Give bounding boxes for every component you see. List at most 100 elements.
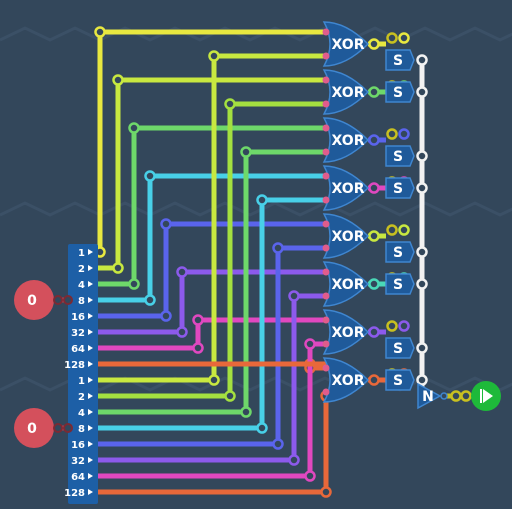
xor-gate[interactable]: XOR (322, 117, 370, 163)
xor-gate[interactable]: XOR (322, 165, 370, 211)
input-value: 0 (27, 421, 37, 437)
wire-a-bit-3 (86, 173, 326, 303)
xor-gate-body (322, 69, 370, 115)
wire-node (224, 390, 236, 402)
xor-gate[interactable]: XOR (322, 261, 370, 307)
wire-node (240, 406, 252, 418)
input-pin (63, 423, 73, 433)
wire-node (144, 170, 156, 182)
wire-node (160, 218, 172, 230)
arrow-right-icon (88, 457, 93, 463)
input-bit-label: 1 (78, 248, 85, 259)
xor-input-pin (322, 148, 330, 156)
xor-gate-label: XOR (332, 37, 365, 53)
wire-node (176, 326, 188, 338)
switch-gate-body (385, 145, 415, 167)
xor-input-pin (322, 52, 330, 60)
wire-node (386, 320, 398, 332)
arrow-right-icon (88, 313, 93, 319)
play-icon (483, 389, 493, 403)
switch-gate[interactable]: S (385, 273, 415, 295)
xor-gate[interactable]: XOR (322, 69, 370, 115)
xor-input-pin (322, 388, 330, 396)
switch-gate[interactable]: S (385, 81, 415, 103)
switch-gate[interactable]: S (385, 177, 415, 199)
xor-input-pin (322, 196, 330, 204)
xor-gate-body (322, 213, 370, 259)
arrow-right-icon (88, 473, 93, 479)
wire-node (368, 38, 380, 50)
switch-gate[interactable]: S (385, 369, 415, 391)
wire-node (386, 32, 398, 44)
wire-node (416, 182, 428, 194)
input-pin (53, 295, 63, 305)
xor-input-pin (322, 340, 330, 348)
not-gate[interactable]: N (417, 382, 448, 410)
xor-gate-label: XOR (332, 181, 365, 197)
arrow-right-icon (88, 329, 93, 335)
switch-gate-body (385, 81, 415, 103)
input-bit-label: 4 (78, 280, 85, 291)
input-bit-label: 32 (71, 328, 85, 339)
wire-b-bit-0 (86, 53, 326, 383)
xor-gate-body (322, 261, 370, 307)
switch-gate[interactable]: S (385, 337, 415, 359)
input-value: 0 (27, 293, 37, 309)
arrow-right-icon (88, 345, 93, 351)
not-gate-label: N (422, 389, 434, 405)
xor-gate[interactable]: XOR (322, 21, 370, 67)
input-bit-label: 2 (78, 392, 85, 403)
wire-node (288, 454, 300, 466)
wire-node (94, 26, 106, 38)
xor-gate-label: XOR (332, 277, 365, 293)
arrow-right-icon (88, 265, 93, 271)
xor-gate[interactable]: XOR (322, 309, 370, 355)
wire-node (112, 74, 124, 86)
xor-gate-label: XOR (332, 85, 365, 101)
xor-input-pin (322, 316, 330, 324)
input-pin (63, 295, 73, 305)
input-number-knob[interactable] (14, 408, 54, 448)
xor-gate-label: XOR (332, 133, 365, 149)
switch-gate[interactable]: S (385, 145, 415, 167)
input-bit-panel (68, 372, 98, 504)
input-bit-label: 128 (64, 360, 85, 371)
wire-node (144, 294, 156, 306)
wire-node (240, 146, 252, 158)
wire-b-bit-5 (86, 293, 326, 463)
arrow-right-icon (88, 249, 93, 255)
xor-gate[interactable]: XOR (322, 357, 370, 403)
wire-b-bit-4 (86, 245, 326, 447)
switch-gate-label: S (393, 85, 403, 101)
arrow-right-icon (88, 425, 93, 431)
input-bit-label: 1 (78, 376, 85, 387)
switch-gate-label: S (393, 341, 403, 357)
arrow-right-icon (88, 281, 93, 287)
input-bit-label: 4 (78, 408, 85, 419)
output-indicator[interactable] (471, 381, 501, 411)
input-bit-label: 8 (78, 424, 85, 435)
switch-gate[interactable]: S (385, 241, 415, 263)
xor-gate-body (322, 309, 370, 355)
wire-b-bit-3 (86, 197, 326, 431)
xor-gate[interactable]: XOR (322, 213, 370, 259)
xor-input-pin (322, 220, 330, 228)
wire-node (176, 266, 188, 278)
wire-node (368, 86, 380, 98)
input-number-knob[interactable] (14, 280, 54, 320)
xor-gate-body (322, 357, 370, 403)
wire-node (304, 338, 316, 350)
input-bit-label: 16 (71, 440, 85, 451)
wire-node (256, 422, 268, 434)
wire-node (128, 278, 140, 290)
xor-gate-body (322, 165, 370, 211)
switch-gate[interactable]: S (385, 49, 415, 71)
wire-node (398, 128, 410, 140)
arrow-right-icon (88, 377, 93, 383)
xor-input-pin (322, 292, 330, 300)
xor-gate-body (322, 21, 370, 67)
switch-gate-label: S (393, 149, 403, 165)
wire-node (368, 134, 380, 146)
